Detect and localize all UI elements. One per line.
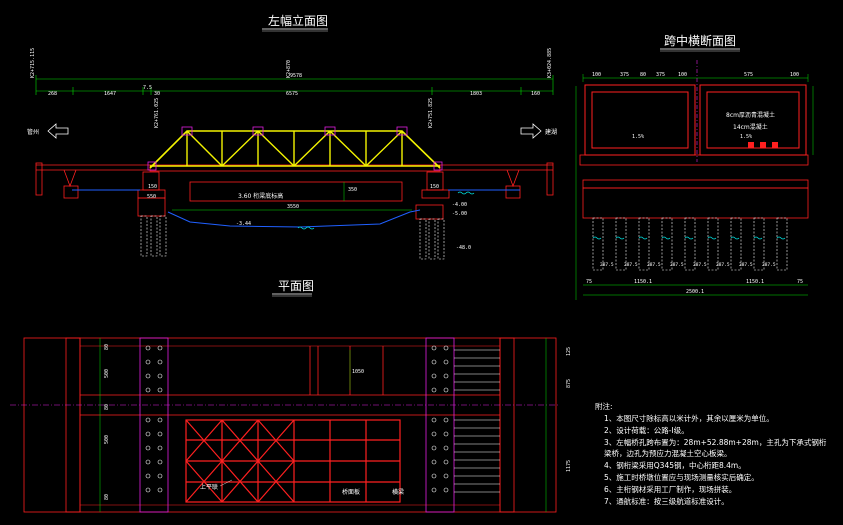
elev-label: -48.0	[456, 245, 471, 251]
pile-dim: 287.5	[647, 262, 661, 268]
note-item: 2、设计荷载：公路-I级。	[604, 425, 689, 435]
water-symbol	[297, 191, 475, 230]
station-label: K2+715.115	[30, 48, 36, 78]
station-label: K2+761.025	[154, 98, 160, 128]
station-label: K3+024.885	[547, 48, 553, 78]
plan-label-deck: 桥面板	[342, 488, 360, 496]
section-piles	[592, 217, 788, 271]
slope-label: 1.5%	[740, 134, 752, 140]
elevation-title: 左幅立面图	[268, 13, 328, 28]
pier-dim: 150	[430, 184, 439, 190]
approach-span-right	[440, 162, 554, 199]
station-label: K2+870	[286, 60, 292, 78]
bottom-dim: 1150.1	[634, 279, 652, 285]
note-item: 5、施工时桥墩位置应与现场测量核实后确定。	[604, 472, 759, 482]
elevation-dimensions	[35, 75, 554, 95]
plan-view: 1050	[10, 337, 572, 513]
total-dim: 2500.1	[686, 289, 704, 295]
plan-label-crossbeam: 横梁	[392, 488, 404, 496]
dim-label: 30	[154, 91, 160, 97]
pile-dim: 287.5	[762, 262, 776, 268]
note-item: 7、通航标准：按三级航道标准设计。	[604, 496, 729, 506]
direction-arrow-right: 建湖	[520, 123, 557, 139]
note-item: 1、本图尺寸除标高以米计外，其余以厘米为单位。	[604, 413, 774, 423]
notes-heading: 附注:	[595, 401, 613, 411]
dim-label: 1803	[470, 91, 482, 97]
pile-dim: 287.5	[716, 262, 730, 268]
pier-dim: 150	[148, 184, 157, 190]
dim-label: 160	[531, 91, 540, 97]
note-item: 梁桥，边孔为预应力混凝土空心板梁。	[604, 448, 732, 458]
plan-left-dim: 80	[104, 494, 110, 500]
riverbed	[167, 209, 421, 228]
plan-left-dim: 500	[104, 369, 110, 378]
piles	[140, 215, 445, 260]
pile-dim: 287.5	[739, 262, 753, 268]
note-item: 4、钢桁梁采用Q345钢，中心桁距8.4m。	[604, 460, 746, 470]
cross-girder	[189, 181, 403, 202]
elev-label: -5.00	[452, 211, 467, 217]
plan-right-dim: 875	[566, 379, 572, 388]
pile-dim: 287.5	[670, 262, 684, 268]
section-title: 跨中横断面图	[664, 33, 736, 48]
direction-right-label: 建湖	[545, 128, 557, 136]
overall-length: 9578	[290, 73, 302, 79]
section-dim: 100	[790, 72, 799, 78]
plan-left-dim: 80	[104, 344, 110, 350]
station-label: K2+751.825	[428, 98, 434, 128]
bottom-dim: 75	[586, 279, 592, 285]
pier-right	[415, 171, 450, 220]
main-truss	[147, 126, 443, 172]
height-dim: 350	[348, 187, 357, 193]
plan-title: 平面图	[278, 279, 314, 293]
bottom-dim: 1150.1	[746, 279, 764, 285]
section-dim: 375	[620, 72, 629, 78]
elev-label: -4.00	[452, 202, 467, 208]
dim-label: 6575	[286, 91, 298, 97]
plan-label-upper-bracing: 上平联	[200, 483, 218, 491]
direction-arrow-left: 管州	[27, 123, 69, 139]
notes: 附注: 1、本图尺寸除标高以米计外，其余以厘米为单位。 2、设计荷载：公路-I级…	[595, 401, 827, 506]
section-box-left	[584, 84, 696, 156]
water-elev: -3.44	[236, 221, 251, 227]
note-item: 6、主桁钢材采用工厂制作，现场拼装。	[604, 484, 736, 494]
pile-dim: 287.5	[693, 262, 707, 268]
section-pier-cap	[579, 154, 809, 219]
pier-dim: 550	[147, 194, 156, 200]
section-dim: 100	[678, 72, 687, 78]
plan-right-dim: 1175	[566, 460, 572, 472]
inner-dim: 3550	[287, 204, 299, 210]
section-dim: 80	[640, 72, 646, 78]
pavement-label: 8cm厚沥青混凝土	[726, 111, 775, 119]
plan-right-dim: 125	[566, 347, 572, 356]
section-dim: 375	[656, 72, 665, 78]
note-item: 3、左幅桥孔跨布置为：28m+52.88m+28m，主孔为下承式钢桁	[604, 437, 827, 447]
plan-center-dim: 1050	[352, 369, 364, 375]
dim-label: 268	[48, 91, 57, 97]
bottom-dim: 75	[797, 279, 803, 285]
section-dim: 575	[744, 72, 753, 78]
span-label: 3.60 桁梁底标高	[238, 192, 283, 200]
section-dim: 100	[592, 72, 601, 78]
dim-label: 1647	[104, 91, 116, 97]
slope-label: 1.5%	[632, 134, 644, 140]
plan-left-dim: 80	[104, 404, 110, 410]
pile-dim: 287.5	[600, 262, 614, 268]
dim-label: 7.5	[143, 85, 152, 91]
approach-span-left	[35, 162, 150, 199]
pile-dim: 287.5	[624, 262, 638, 268]
section-dimensions	[575, 74, 814, 300]
concrete-label: 14cm混凝土	[733, 123, 768, 131]
plan-left-dim: 500	[104, 435, 110, 444]
direction-left-label: 管州	[27, 128, 39, 136]
